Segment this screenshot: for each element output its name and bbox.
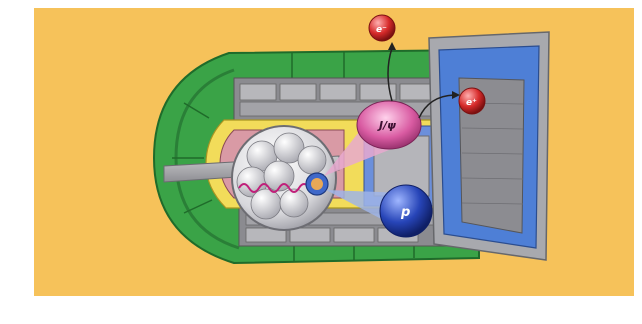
jpsi-label: J/ψ [377, 119, 396, 132]
detector-diagram: J/ψ p e⁻ e⁺ [34, 8, 634, 296]
detector-svg: J/ψ p e⁻ e⁺ [34, 8, 634, 296]
proton-label: p [400, 205, 410, 220]
muon-detector [429, 32, 549, 260]
interaction-core [311, 178, 323, 190]
electron-right-label: e⁺ [466, 98, 477, 108]
electron-top-label: e⁻ [376, 25, 387, 35]
